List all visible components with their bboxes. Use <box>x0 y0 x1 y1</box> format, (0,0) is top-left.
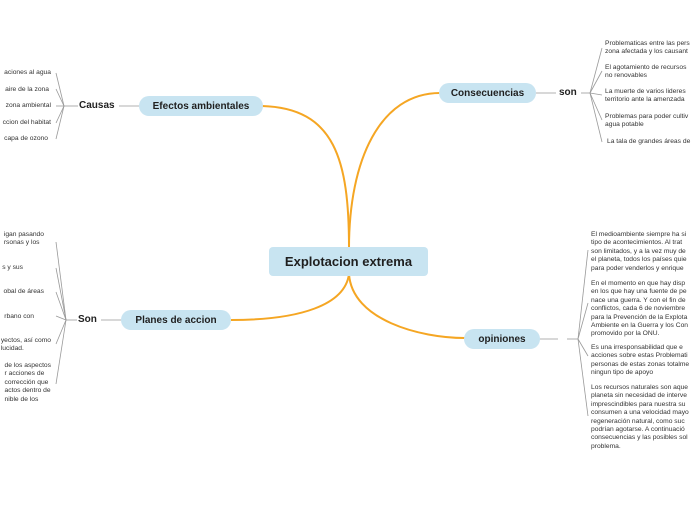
leaf-opiniones-4[interactable]: Los recursos naturales son aque planeta … <box>591 384 689 450</box>
leaf-line <box>577 338 589 417</box>
leaf-line <box>55 291 67 321</box>
leaf-line <box>577 302 589 340</box>
leaf-planes-1[interactable]: igan pasando rsonas y los <box>3 231 44 247</box>
leaf-line <box>55 319 67 385</box>
leaf-line <box>55 267 67 321</box>
leaf-line <box>589 92 603 143</box>
leaf-line <box>55 105 65 124</box>
leaf-efectos-5[interactable]: capa de ozono <box>4 135 48 142</box>
leaf-opiniones-3[interactable]: Es una irresponsabilidad que e acciones … <box>591 344 690 377</box>
topic-consecuencias[interactable]: Consecuencias <box>439 83 536 103</box>
leaf-efectos-2[interactable]: aire de la zona <box>5 86 49 93</box>
leaf-line <box>577 249 589 340</box>
leaf-planes-2[interactable]: s y sus <box>2 264 23 271</box>
leaf-line <box>55 315 67 321</box>
branch-line-efectos <box>261 105 350 249</box>
branch-line-consecuencias <box>348 92 441 249</box>
connector-label-son[interactable]: son <box>559 87 577 98</box>
leaf-line <box>55 319 67 345</box>
leaf-line <box>55 88 65 107</box>
leaf-line <box>55 72 65 107</box>
topic-planes-de-accion[interactable]: Planes de accion <box>121 310 231 330</box>
leaf-efectos-3[interactable]: zona ambiental <box>5 102 51 109</box>
leaf-opiniones-1[interactable]: El medioambiente siempre ha si tipo de a… <box>591 231 687 272</box>
leaf-planes-3[interactable]: obal de áreas <box>3 288 44 295</box>
leaf-consecuencias-3[interactable]: La muerte de varios lideres territorio a… <box>605 88 686 104</box>
branch-line-opiniones <box>348 273 466 339</box>
topic-efectos-ambientales[interactable]: Efectos ambientales <box>139 96 263 116</box>
leaf-line <box>589 92 603 96</box>
leaf-line <box>55 241 67 321</box>
leaf-efectos-1[interactable]: aciones al agua <box>4 69 51 76</box>
leaf-line <box>577 338 589 357</box>
leaf-consecuencias-2[interactable]: El agotamiento de recursos no renovables <box>605 64 687 80</box>
connector-label-son-planes[interactable]: Son <box>78 314 97 325</box>
leaf-planes-5[interactable]: yectos, así como lucidad. <box>0 337 51 353</box>
leaf-planes-6[interactable]: de los aspectos r acciones de corrección… <box>4 362 51 403</box>
leaf-consecuencias-5[interactable]: La tala de grandes áreas de <box>607 138 691 145</box>
leaf-line <box>589 70 603 94</box>
connector-label-causas[interactable]: Causas <box>79 100 115 111</box>
leaf-consecuencias-1[interactable]: Problematicas entre las pers zona afecta… <box>605 40 690 56</box>
leaf-consecuencias-4[interactable]: Problemas para poder cultiv agua potable <box>605 113 689 129</box>
leaf-line <box>589 92 603 121</box>
leaf-planes-4[interactable]: rbano con <box>4 313 34 320</box>
leaf-line <box>589 47 603 94</box>
topic-opiniones[interactable]: opiniones <box>464 329 540 349</box>
leaf-line <box>55 105 65 140</box>
central-topic[interactable]: Explotacion extrema <box>269 247 428 276</box>
branch-line-planes <box>230 273 350 321</box>
leaf-efectos-4[interactable]: ccion del habitat <box>2 119 51 126</box>
leaf-opiniones-2[interactable]: En el momento en que hay disp en los que… <box>591 280 689 338</box>
